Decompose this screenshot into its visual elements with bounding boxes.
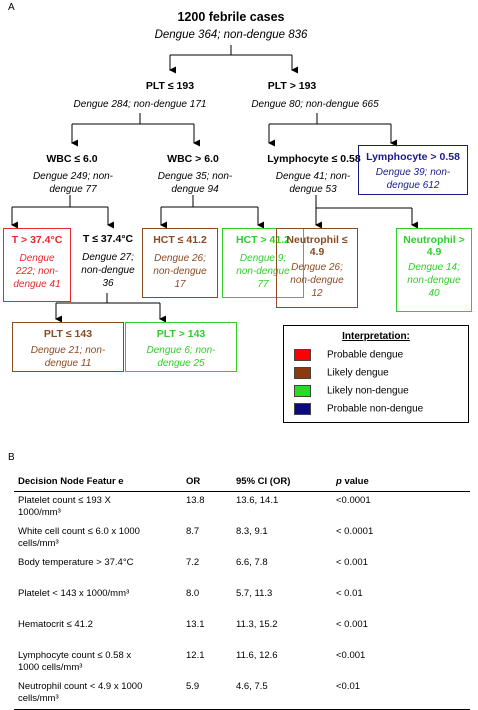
odds-ratio-table: Decision Node Featur e OR 95% CI (OR) p … [14,470,470,710]
node-lymph-gt-label: Lymphocyte > 0.58 [366,151,460,163]
node-t-gt-label: T > 37.4°C [11,234,63,246]
cell-ci: 8.3, 9.1 [236,526,268,537]
cell-ci: 6.6, 7.8 [236,557,268,568]
col-header-p: p value [332,470,470,492]
col-header-or: OR [182,470,232,492]
legend-item-likely-dengue: Likely dengue [294,367,389,379]
node-plt-le-143-label: PLT ≤ 143 [43,328,93,340]
cell-p: <0.01 [332,678,470,710]
node-plt-gt-193-label: PLT > 193 [267,80,317,92]
cell-ci: 4.6, 7.5 [232,678,332,710]
node-plt-gt-143-box: PLT > 143 Dengue 6; non-dengue 25 [125,322,237,372]
cell-feature: Hematocrit ≤ 41.2 [18,619,93,630]
tree-connectors [11,45,418,323]
node-hct-le-label: HCT ≤ 41.2 [153,234,207,246]
node-plt-gt-143-label: PLT > 143 [156,328,206,340]
table-header-row: Decision Node Featur e OR 95% CI (OR) p … [14,470,470,492]
panel-b-label: B [8,452,15,463]
cell-or: 8.0 [186,588,200,599]
node-wbc-le-6-counts: Dengue 249; non-dengue 77 [32,171,114,195]
interpretation-legend: Interpretation: Probable dengue Likely d… [283,325,469,423]
legend-title: Interpretation: [342,331,410,342]
cell-ci: 11.3, 15.2 [236,619,278,630]
cell-or: 8.7 [186,526,200,537]
node-wbc-gt-6-counts: Dengue 35; non-dengue 94 [157,171,233,195]
cell-or: 12.1 [186,650,205,661]
node-lymph-le-label: Lymphocyte ≤ 0.58 [267,153,361,165]
node-plt-gt-143-counts: Dengue 6; non-dengue 25 [146,345,216,369]
node-t-le-label: T ≤ 37.4°C [82,233,134,245]
node-plt-le-143-counts: Dengue 21; non-dengue 11 [30,345,106,369]
cell-p: < 0.001 [336,557,368,568]
table-row: Hematocrit ≤ 41.2 13.1 11.3, 15.2 < 0.001 [14,616,470,647]
cell-p: <0.0001 [336,495,371,506]
legend-item-likely-non-dengue: Likely non-dengue [294,385,409,397]
col-header-ci: 95% CI (OR) [232,470,332,492]
cell-p: <0.001 [336,650,366,661]
cell-feature: Body temperature > 37.4°C [18,557,134,568]
cell-or: 7.2 [186,557,200,568]
legend-item-probable-non-dengue: Probable non-dengue [294,403,423,415]
node-plt-gt-193-counts: Dengue 80; non-dengue 665 [251,99,379,110]
cell-ci: 5.7, 11.3 [236,588,273,599]
node-lymph-gt-counts: Dengue 39; non-dengue 612 [375,167,451,191]
cell-p: < 0.0001 [336,526,374,537]
table-row: Body temperature > 37.4°C 7.2 6.6, 7.8 < 0.… [14,554,470,585]
cell-or: 13.8 [186,495,205,506]
legend-item-probable-dengue: Probable dengue [294,349,403,361]
node-plt-le-193-counts: Dengue 284; non-dengue 171 [73,99,207,110]
node-lymph-le-counts: Dengue 41; non-dengue 53 [275,171,351,195]
table-row: Platelet < 143 x 1000/mm³ 8.0 5.7, 11.3 < 0… [14,585,470,616]
cell-p: < 0.01 [336,588,363,599]
cell-or: 5.9 [182,678,232,710]
node-neut-gt-label: Neutrophil >4.9 [403,234,465,258]
root-title: 1200 febrile cases [177,10,285,24]
cell-ci: 13.6, 14.1 [236,495,279,506]
node-plt-le-143-box: PLT ≤ 143 Dengue 21; non-dengue 11 [12,322,124,372]
node-wbc-le-6-label: WBC ≤ 6.0 [46,153,98,165]
node-plt-le-193-label: PLT ≤ 193 [145,80,195,92]
cell-feature: Platelet < 143 x 1000/mm³ [18,588,130,599]
node-wbc-gt-6-label: WBC > 6.0 [167,153,219,165]
panel-a-label: A [8,2,15,13]
legend-swatch [294,349,311,361]
legend-swatch [294,367,311,379]
cell-or: 13.1 [186,619,205,630]
root-counts: Dengue 364; non-dengue 836 [154,29,308,41]
node-lymph-gt-box: Lymphocyte > 0.58 Dengue 39; non-dengue … [358,145,468,195]
col-header-feature: Decision Node Featur e [14,470,182,492]
legend-swatch [294,385,311,397]
node-neut-le-label: Neutrophil ≤4.9 [286,234,348,258]
cell-p: < 0.001 [336,619,368,630]
cell-ci: 11.6, 12.6 [236,650,278,661]
legend-swatch [294,403,311,415]
